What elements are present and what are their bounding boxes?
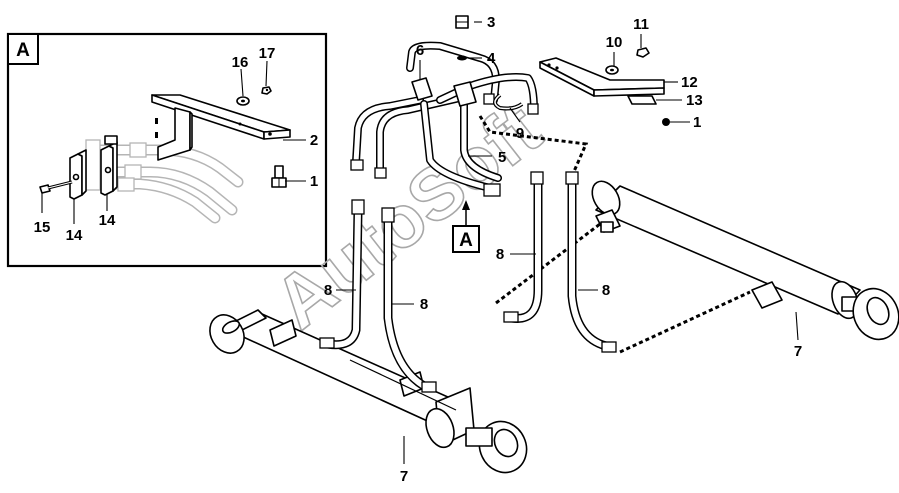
hook-9 bbox=[493, 93, 524, 111]
callout-6: 6 bbox=[416, 42, 424, 59]
callout-17: 17 bbox=[259, 45, 276, 62]
clamp-14-b bbox=[100, 135, 118, 196]
plug-3 bbox=[455, 15, 469, 29]
nut-10 bbox=[605, 65, 619, 75]
callout-16: 16 bbox=[232, 54, 249, 71]
cylinder-7-right bbox=[591, 180, 899, 341]
detail-leaders bbox=[41, 60, 306, 224]
main-leaders bbox=[336, 21, 799, 464]
pipes bbox=[352, 41, 538, 192]
cylinder-7-left bbox=[209, 309, 528, 474]
detail-marker-a: A bbox=[452, 200, 480, 253]
bolt-11 bbox=[636, 47, 650, 58]
detail-marker-letter: A bbox=[459, 230, 473, 251]
callout-7-right: 7 bbox=[794, 343, 802, 360]
callout-8-middle: 8 bbox=[420, 296, 428, 313]
washer-16 bbox=[236, 96, 250, 106]
callout-4: 4 bbox=[487, 50, 496, 67]
bolt-17 bbox=[261, 86, 272, 95]
dashed-connections bbox=[478, 115, 751, 354]
callout-9: 9 bbox=[516, 125, 524, 142]
hoses-8 bbox=[323, 175, 611, 391]
screw-1-detail bbox=[271, 165, 287, 188]
callout-7-left: 7 bbox=[400, 468, 408, 485]
callout-3: 3 bbox=[487, 14, 495, 31]
callout-8-left: 8 bbox=[324, 282, 332, 299]
callout-1-detail: 1 bbox=[310, 173, 318, 190]
callout-2: 2 bbox=[310, 132, 318, 149]
callout-10: 10 bbox=[606, 34, 623, 51]
hose-fittings bbox=[319, 159, 617, 393]
junction-block-6 bbox=[411, 77, 539, 115]
callout-14-right: 14 bbox=[99, 212, 116, 229]
detail-letter: A bbox=[16, 40, 30, 61]
screw-1-main bbox=[662, 118, 670, 126]
bolt-15 bbox=[39, 180, 73, 194]
bracket-2 bbox=[151, 94, 291, 161]
detail-letter-box bbox=[7, 33, 39, 65]
callout-14-left: 14 bbox=[66, 227, 83, 244]
detail-view-a: A bbox=[6, 32, 328, 268]
callout-12: 12 bbox=[681, 74, 698, 91]
callout-8-center: 8 bbox=[496, 246, 504, 263]
oring-4 bbox=[457, 55, 467, 61]
callout-5: 5 bbox=[498, 149, 506, 166]
callout-15: 15 bbox=[34, 219, 51, 236]
clamp-14-a bbox=[69, 149, 87, 200]
callout-1-main: 1 bbox=[693, 114, 701, 131]
bracket-12 bbox=[539, 57, 665, 97]
callout-13: 13 bbox=[686, 92, 703, 109]
ghost-hoses bbox=[85, 139, 244, 224]
callout-11: 11 bbox=[633, 16, 649, 33]
callout-8-right: 8 bbox=[602, 282, 610, 299]
plate-13 bbox=[627, 95, 657, 105]
